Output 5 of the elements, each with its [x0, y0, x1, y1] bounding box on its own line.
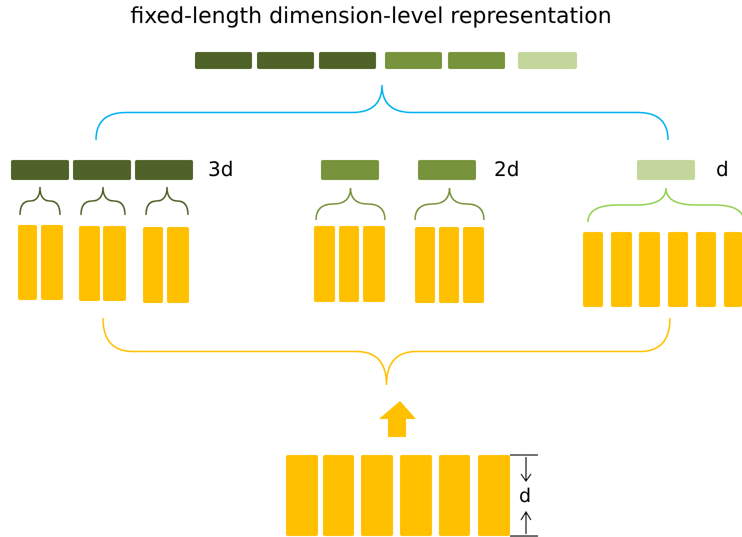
dimension-label: d — [716, 159, 729, 179]
dimension-label: d — [519, 487, 532, 506]
dimension-label: 3d — [208, 159, 234, 179]
diagram-title: fixed-length dimension-level representation — [130, 6, 612, 28]
dimension-label: 2d — [494, 159, 520, 179]
